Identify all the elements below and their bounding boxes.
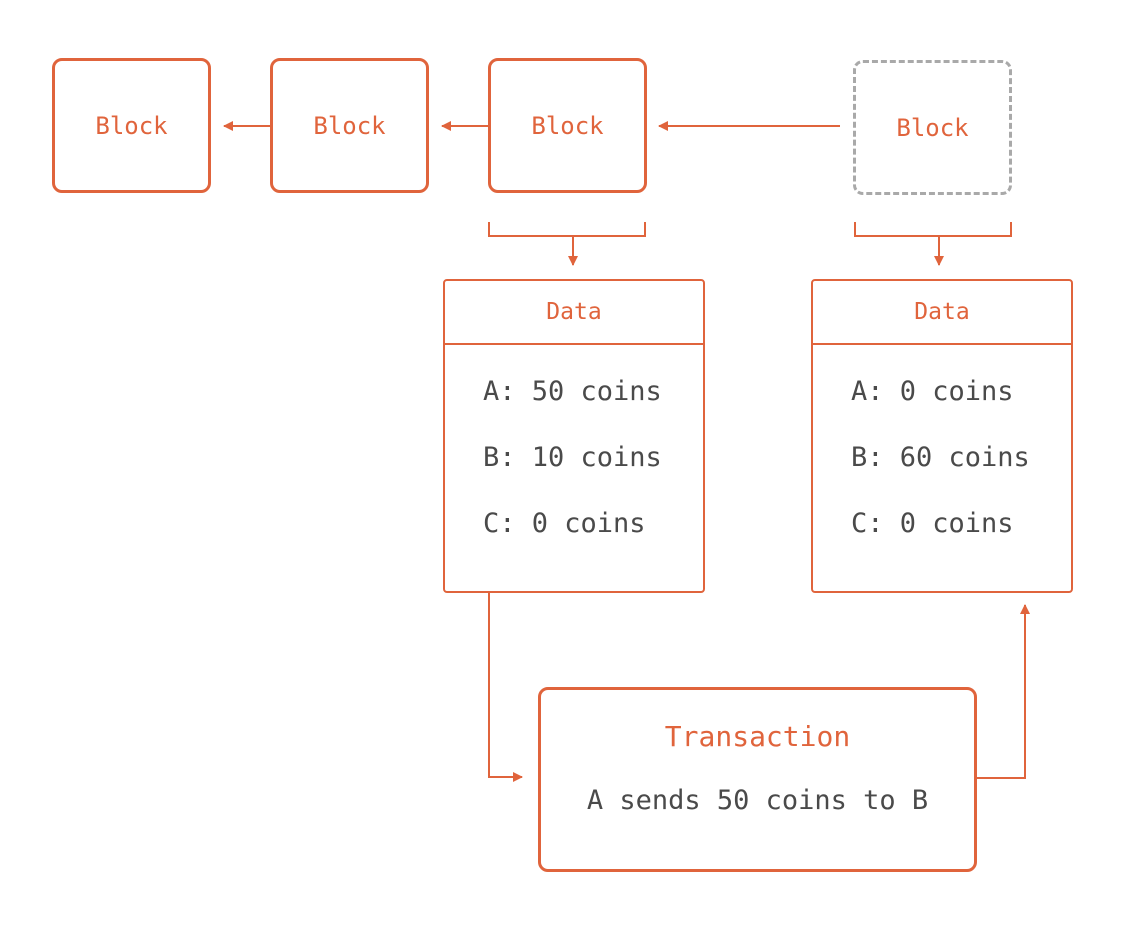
block-label: Block [896, 113, 969, 142]
data-panel-after: Data A: 0 coins B: 60 coins C: 0 coins [811, 279, 1073, 593]
data-to-transaction-arrow [488, 592, 523, 782]
data-panel-before: Data A: 50 coins B: 10 coins C: 0 coins [443, 279, 705, 593]
block-label: Block [313, 111, 386, 140]
balance-row: B: 10 coins [483, 442, 662, 473]
pending-block: Block [853, 60, 1012, 195]
balance-row: A: 0 coins [851, 376, 1014, 407]
block-label: Block [95, 111, 168, 140]
data-panel-title: Data [445, 281, 703, 345]
block-data-bracket-1 [488, 222, 646, 237]
transaction-box: Transaction A sends 50 coins to B [538, 687, 977, 872]
balance-row: C: 0 coins [851, 508, 1014, 539]
block-2: Block [270, 58, 429, 193]
balance-row: B: 60 coins [851, 442, 1030, 473]
transaction-to-data-arrow [977, 604, 1030, 779]
data-panel-title: Data [813, 281, 1071, 345]
block-1: Block [52, 58, 211, 193]
balance-list: A: 50 coins B: 10 coins C: 0 coins [445, 345, 703, 557]
block-3: Block [488, 58, 647, 193]
transaction-title: Transaction [664, 720, 851, 753]
balance-row: A: 50 coins [483, 376, 662, 407]
block-data-bracket-2 [854, 222, 1012, 237]
block-label: Block [531, 111, 604, 140]
balance-list: A: 0 coins B: 60 coins C: 0 coins [813, 345, 1071, 557]
transaction-description: A sends 50 coins to B [586, 785, 929, 816]
balance-row: C: 0 coins [483, 508, 646, 539]
